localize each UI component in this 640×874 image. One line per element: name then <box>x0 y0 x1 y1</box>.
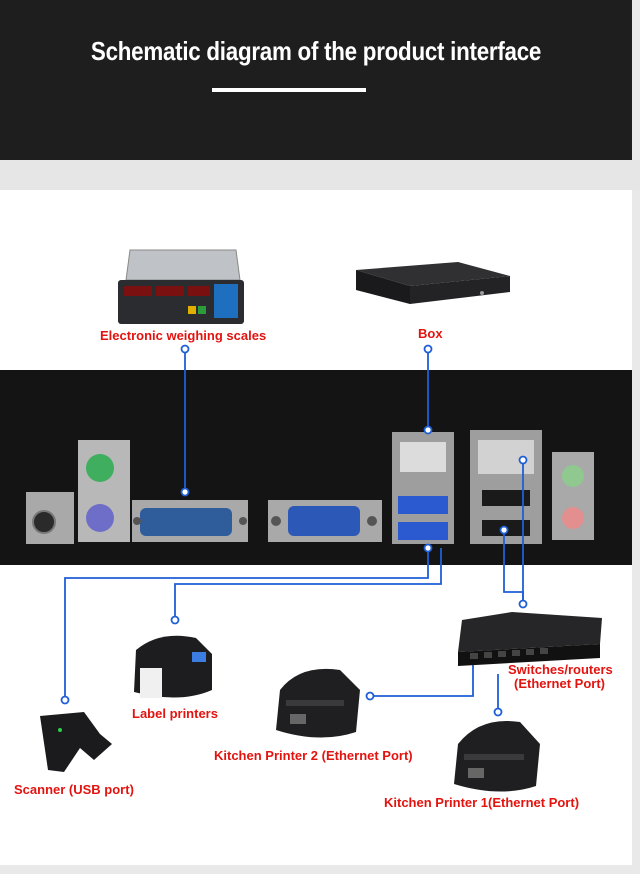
kitchen-printer-2-icon <box>276 668 360 738</box>
ps2-ports-icon <box>78 440 130 542</box>
wire-nodes <box>60 344 528 717</box>
label-switches-port: (Ethernet Port) <box>514 676 605 691</box>
title-underline <box>212 88 366 92</box>
power-jack-icon <box>26 492 74 544</box>
gray-band <box>0 160 640 190</box>
header-banner: Schematic diagram of the product interfa… <box>0 0 632 160</box>
label-scanner: Scanner (USB port) <box>14 782 134 797</box>
label-kitchen-printer-1: Kitchen Printer 1(Ethernet Port) <box>384 795 580 810</box>
connection-wires <box>64 350 524 712</box>
label-weighing-scales: Electronic weighing scales <box>100 328 267 343</box>
audio-ports-icon <box>552 452 594 540</box>
cash-box-icon <box>356 262 510 304</box>
label-switches: Switches/routers <box>508 662 613 677</box>
page-title: Schematic diagram of the product interfa… <box>90 36 542 66</box>
label-box: Box <box>418 326 443 341</box>
serial-port-icon <box>132 500 248 542</box>
network-switch-icon <box>458 612 602 666</box>
kitchen-printer-1-icon <box>454 720 540 792</box>
weighing-scale-icon <box>118 249 244 324</box>
barcode-scanner-icon <box>40 712 112 772</box>
label-kitchen-printer-2: Kitchen Printer 2 (Ethernet Port) <box>214 748 413 763</box>
label-label-printers: Label printers <box>132 706 218 721</box>
vga-port-icon <box>268 500 382 542</box>
usb-stack-icon <box>392 432 454 544</box>
label-printer-icon <box>134 635 212 698</box>
